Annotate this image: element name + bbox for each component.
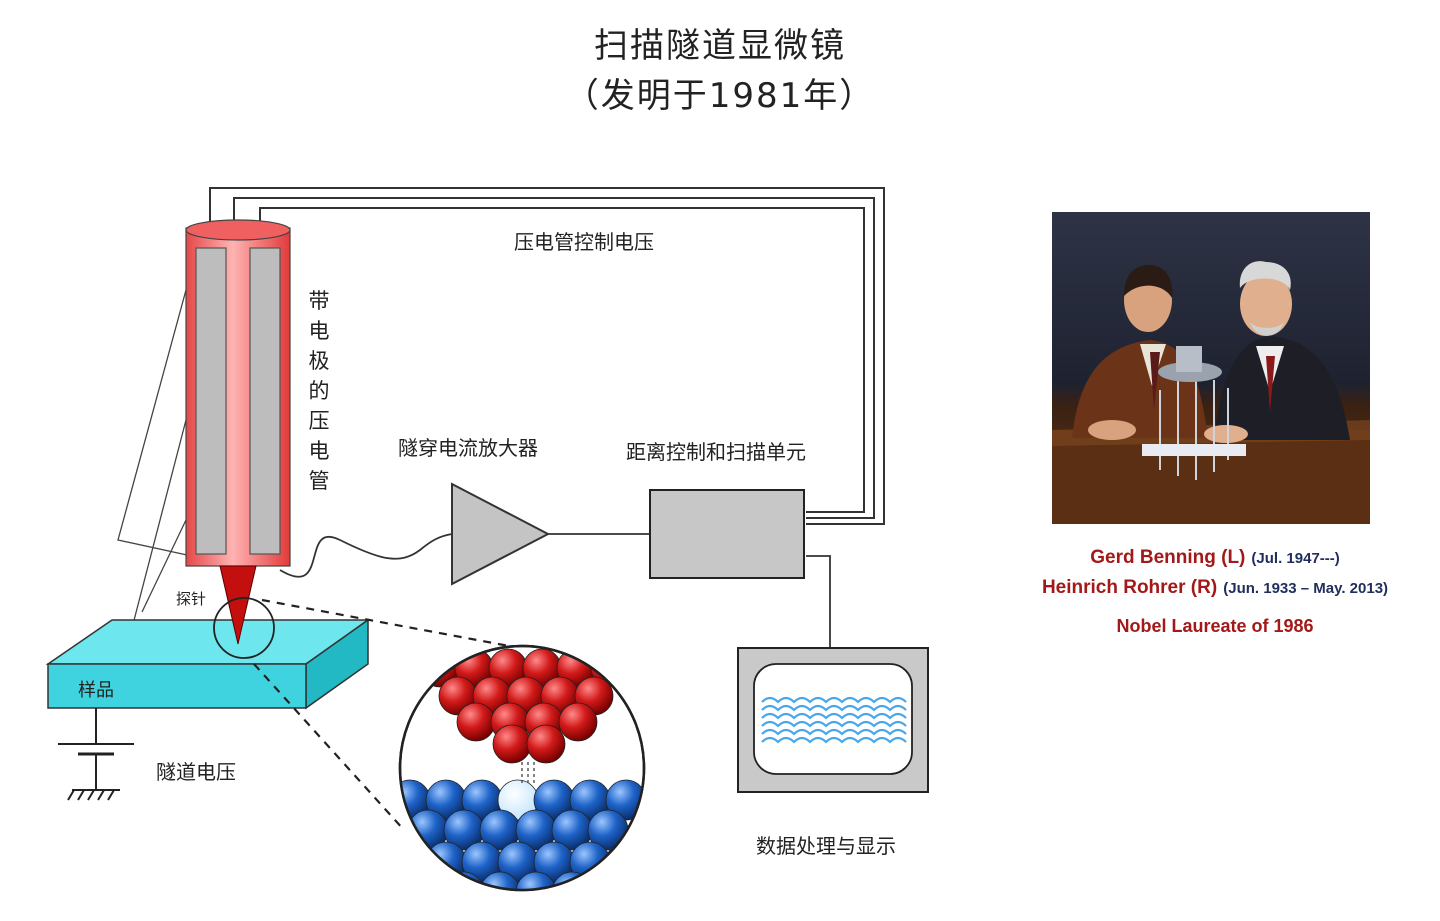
piezo-tube [185, 219, 291, 567]
tip-atom [492, 724, 532, 764]
tip-atom [526, 724, 566, 764]
substrate-atom [605, 841, 644, 883]
amplifier-label: 隧穿电流放大器 [398, 436, 538, 460]
laureate-name-1: Gerd Benning (L) [1090, 547, 1246, 568]
scan-wave-line [761, 696, 907, 704]
piezo-voltage-label: 压电管控制电压 [514, 230, 654, 254]
laureate-line-1: Gerd Benning (L) (Jul. 1947---) [1010, 546, 1420, 569]
sample-block [45, 618, 371, 710]
probe-label: 探针 [176, 590, 207, 608]
laureate-name-2: Heinrich Rohrer (R) [1041, 577, 1218, 598]
scan-wave-line [761, 720, 907, 728]
scan-wave-line [761, 736, 907, 744]
display-label: 数据处理与显示 [756, 834, 896, 858]
laureate-dates-2: (Jun. 1933 – May. 2013) [1223, 580, 1389, 597]
scan-wave-line [761, 728, 907, 736]
zoom-lines [253, 598, 521, 831]
laureate-line-2: Heinrich Rohrer (R) (Jun. 1933 – May. 20… [1000, 576, 1430, 599]
piezo-tube-label: 带电极的压电管 [308, 289, 330, 493]
page-title: 扫描隧道显微镜 [594, 26, 846, 66]
scan-wave-line [761, 704, 907, 712]
scan-wave-line [761, 712, 907, 720]
substrate-atom [400, 841, 431, 883]
page-subtitle: （发明于1981年） [564, 76, 876, 116]
zoom-circle [213, 597, 275, 659]
piezo-control-wires [209, 187, 885, 525]
current-wire [279, 533, 453, 578]
substrate-atom [443, 871, 485, 890]
probe-holder [117, 289, 211, 629]
substrate-atom [515, 871, 557, 890]
atomic-zoom [398, 644, 646, 892]
control-unit-box [649, 489, 805, 579]
current-amplifier [451, 482, 551, 586]
tunnel-voltage-label: 隧道电压 [156, 760, 236, 784]
substrate-atom [479, 871, 521, 890]
nobel-award-label: Nobel Laureate of 1986 [1116, 616, 1314, 636]
tip-atom [558, 702, 598, 742]
substrate-atom [407, 871, 449, 890]
display-monitor [737, 647, 929, 793]
laureate-dates-1: (Jul. 1947---) [1251, 550, 1340, 567]
tip-atom [456, 702, 496, 742]
probe-tip [219, 565, 257, 645]
tunnel-voltage-source [58, 708, 134, 801]
control-unit-label: 距离控制和扫描单元 [626, 440, 806, 464]
sample-label: 样品 [78, 680, 114, 701]
laureates-photo [1052, 212, 1370, 524]
substrate-atom [587, 871, 629, 890]
